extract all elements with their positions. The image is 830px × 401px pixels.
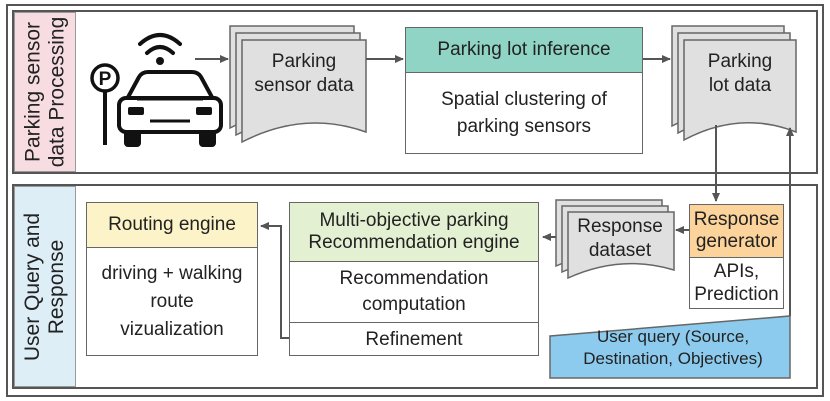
refinement-box: Refinement xyxy=(289,322,539,356)
response-dataset-label: Response dataset xyxy=(577,216,663,261)
recommendation-engine-header: Multi-objective parking Recommendation e… xyxy=(289,202,539,262)
diagram-frame xyxy=(6,4,824,397)
routing-engine-text: driving + walking route vizualization xyxy=(101,262,243,340)
document-stack-parking-lot-data xyxy=(671,25,797,142)
parking-lot-inference-text: Spatial clustering of parking sensors xyxy=(441,89,607,137)
section-label-bottom: User Query and Response xyxy=(14,186,76,387)
arrows xyxy=(195,55,794,339)
response-generator-body: APIs, Prediction xyxy=(689,257,784,309)
car-parking-sensor-icon: P xyxy=(90,33,223,147)
user-query-shape xyxy=(549,315,791,379)
user-query-label: User query (Source, Destination, Objecti… xyxy=(583,327,763,368)
recommendation-computation-text: Recommendation computation xyxy=(339,268,489,315)
parking-sign-letter: P xyxy=(99,69,112,90)
response-generator-header: Response generator xyxy=(689,204,784,258)
parking-lot-inference-body: Spatial clustering of parking sensors xyxy=(405,72,643,154)
parking-sensor-data-label: Parking sensor data xyxy=(254,51,354,96)
response-generator-text: APIs, Prediction xyxy=(694,261,779,305)
document-stack-response-dataset xyxy=(555,199,675,280)
refinement-text: Refinement xyxy=(365,328,463,350)
routing-engine-header: Routing engine xyxy=(86,202,258,248)
document-stack-parking-sensor-data xyxy=(229,25,367,144)
parking-lot-data-label: Parking lot data xyxy=(707,51,773,96)
arrow-recommendation-to-routing xyxy=(260,222,289,339)
section-label-top: Parking sensor data Processing xyxy=(14,12,76,172)
recommendation-computation-box: Recommendation computation xyxy=(289,261,539,323)
parking-lot-inference-header: Parking lot inference xyxy=(405,27,643,73)
parking-lot-inference-title: Parking lot inference xyxy=(437,39,611,60)
routing-engine-title: Routing engine xyxy=(108,214,236,235)
recommendation-engine-title: Multi-objective parking Recommendation e… xyxy=(308,210,520,253)
routing-engine-body: driving + walking route vizualization xyxy=(86,247,258,356)
response-generator-title: Response generator xyxy=(693,209,780,252)
